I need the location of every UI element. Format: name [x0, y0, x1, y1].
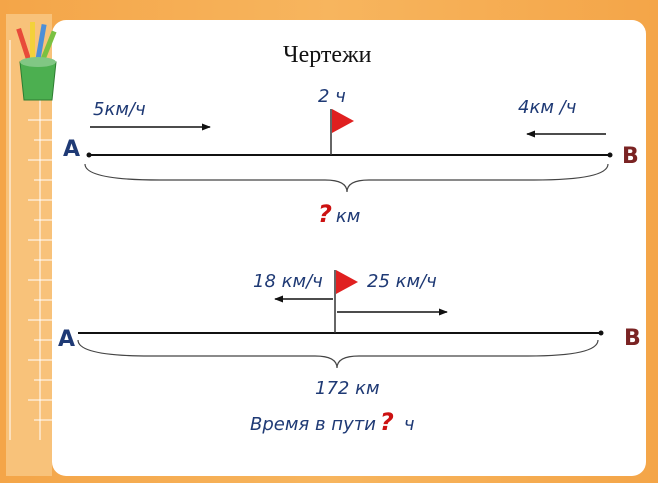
speed-left-label-1: 5км/ч — [93, 99, 146, 120]
speed-left-label-2: 18 км/ч — [253, 271, 323, 292]
speed-right-label-2: 25 км/ч — [367, 271, 437, 292]
point-b-label-2: В — [624, 326, 641, 351]
question-mark: ? — [379, 408, 394, 436]
travel-time-question: Время в пути ? ч — [250, 408, 414, 436]
diagram-2 — [77, 270, 604, 369]
diagram-1 — [84, 109, 613, 193]
time-label-1: 2 ч — [318, 86, 346, 107]
speed-right-label-1: 4км /ч — [518, 97, 577, 118]
point-a-label-2: А — [58, 327, 76, 352]
brace-2 — [77, 339, 599, 369]
brace-1 — [84, 163, 609, 193]
distance-unit-label: км — [335, 206, 361, 227]
point-a-label-1: А — [63, 137, 81, 162]
time-unit-label: ч — [403, 414, 415, 435]
slide-card — [52, 20, 646, 476]
page-title: Чертежи — [283, 42, 372, 68]
pencil-cup-icon — [16, 22, 57, 101]
question-mark: ? — [318, 200, 332, 228]
red-flag-icon — [332, 109, 354, 133]
distance-question-1: ? км — [318, 200, 360, 228]
travel-time-label: Время в пути — [250, 414, 376, 435]
ruler-ticks — [9, 40, 52, 440]
point-b-label-1: В — [622, 144, 639, 169]
distance-label-2: 172 км — [315, 378, 380, 399]
red-flag-icon — [336, 270, 358, 294]
